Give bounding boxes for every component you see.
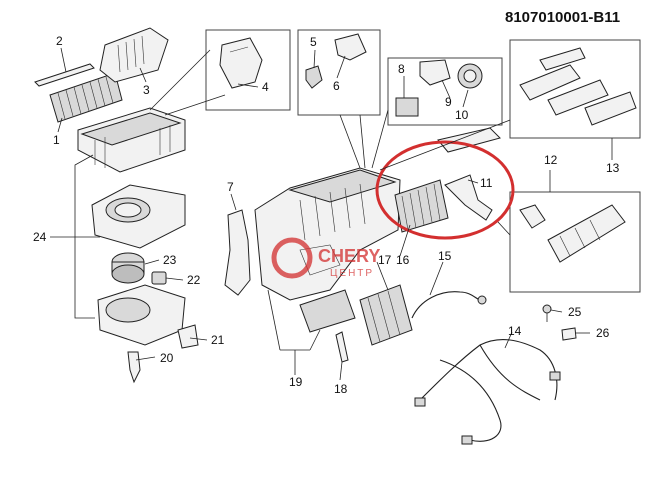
- callout-7: 7: [227, 180, 234, 194]
- callout-26: 26: [596, 326, 610, 340]
- inset-box-part-13: [509, 39, 641, 139]
- watermark: CHERY ЦЕНТР: [271, 237, 380, 279]
- highlight-ellipse: [375, 140, 515, 240]
- inset-box-parts-5-6: [297, 29, 381, 116]
- part-23-blower-motor: [111, 252, 145, 284]
- part-1-cabin-filter: [49, 72, 123, 123]
- watermark-main: CHERY: [318, 246, 380, 266]
- part-20-clip: [127, 351, 141, 384]
- callout-17: 17: [378, 253, 392, 267]
- callout-14: 14: [508, 324, 522, 338]
- inset-box-parts-8-9-10: [387, 57, 503, 126]
- main-hvac-assembly: [254, 167, 401, 301]
- part-25-screw: [542, 304, 552, 322]
- group-bracket-left: [74, 154, 95, 319]
- part-17-evaporator: [359, 284, 413, 346]
- callout-19: 19: [289, 375, 303, 389]
- callout-25: 25: [568, 305, 582, 319]
- part-14-wiring-harness: [414, 339, 561, 445]
- part-7-duct: [224, 209, 251, 296]
- part-16-heater-core: [394, 179, 449, 233]
- part-21-bracket: [177, 324, 199, 349]
- leader-lines: [50, 47, 613, 381]
- watermark-sub: ЦЕНТР: [330, 268, 374, 279]
- part-22-blower-resistor: [151, 271, 167, 285]
- callout-5: 5: [310, 35, 317, 49]
- callout-18: 18: [334, 382, 348, 396]
- part-26-clip: [561, 327, 577, 341]
- part-15-sensor: [411, 291, 487, 319]
- callout-22: 22: [187, 273, 201, 287]
- callout-20: 20: [160, 351, 174, 365]
- callout-3: 3: [143, 83, 150, 97]
- callout-4: 4: [262, 80, 269, 94]
- inset-box-part-4: [205, 29, 291, 111]
- callout-8: 8: [398, 62, 405, 76]
- callout-9: 9: [445, 95, 452, 109]
- upper-hvac-housing: [77, 107, 186, 173]
- callout-21: 21: [211, 333, 225, 347]
- callout-11: 11: [480, 176, 493, 190]
- callout-24: 24: [33, 230, 47, 244]
- inset-box-part-12: [509, 191, 641, 293]
- callout-1: 1: [53, 133, 60, 147]
- diagram-code: 8107010001-B11: [505, 9, 620, 26]
- callout-13: 13: [606, 161, 620, 175]
- callout-6: 6: [333, 79, 340, 93]
- part-19-actuator: [299, 289, 356, 333]
- callout-10: 10: [455, 108, 469, 122]
- callout-23: 23: [163, 253, 177, 267]
- callout-2: 2: [56, 34, 63, 48]
- part-24-blower-case: [91, 184, 186, 249]
- part-11-heater-pipe: [437, 127, 501, 221]
- part-2-seal-strip: [34, 63, 95, 87]
- callout-12: 12: [544, 153, 558, 167]
- callout-16: 16: [396, 253, 410, 267]
- part-18-link: [335, 331, 349, 363]
- lower-blower-case: [97, 284, 186, 346]
- callout-15: 15: [438, 249, 452, 263]
- part-3-air-intake-housing: [99, 27, 169, 83]
